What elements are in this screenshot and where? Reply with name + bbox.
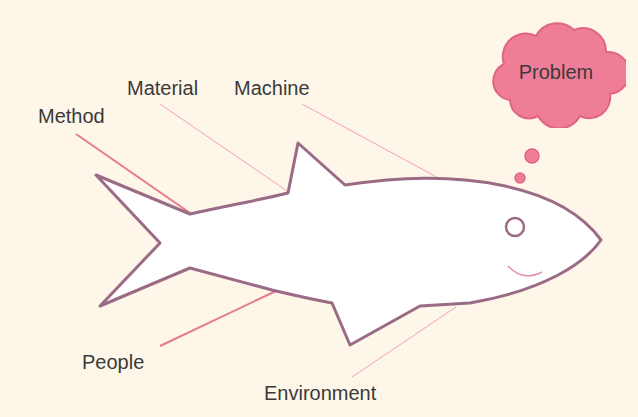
- problem-cloud: Problem: [486, 16, 626, 128]
- category-label: Method: [38, 104, 105, 128]
- category-label: Machine: [234, 76, 310, 100]
- fish-smile: [508, 266, 542, 276]
- fish-eye: [506, 218, 524, 236]
- thought-bubble: [515, 173, 525, 183]
- problem-text: Problem: [519, 60, 593, 84]
- category-label: Material: [127, 76, 198, 100]
- category-label: People: [82, 350, 144, 374]
- cloud-outline: [493, 23, 626, 128]
- bone-line: [160, 291, 276, 346]
- category-label: Environment: [264, 381, 376, 405]
- fish-outline: [96, 143, 601, 345]
- thought-bubble: [525, 149, 539, 163]
- bone-line: [160, 104, 290, 193]
